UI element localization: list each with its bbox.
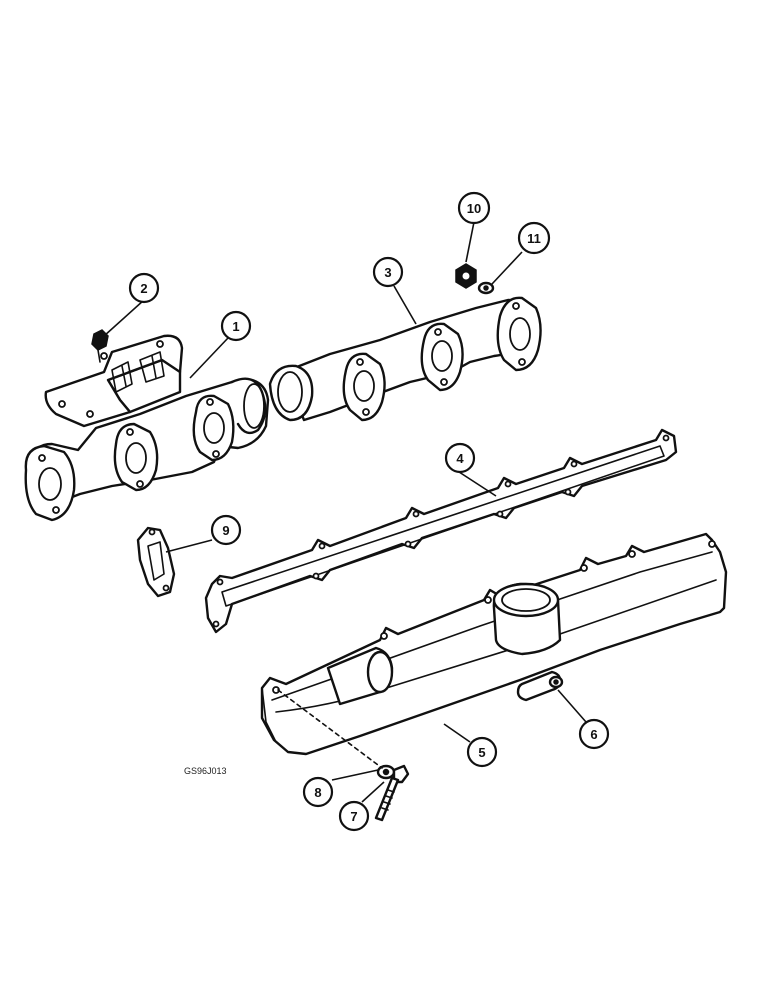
drawing-code: GS96J013 xyxy=(184,766,227,776)
part-5-boss-slot xyxy=(516,670,562,702)
part-5-intake-manifold xyxy=(260,532,728,756)
part-3-port-flange xyxy=(420,322,464,392)
part-5-inlet-riser xyxy=(492,582,562,656)
callout-10: 10 xyxy=(457,191,491,225)
part-3-port-flange xyxy=(496,296,542,372)
part-1-port-flange xyxy=(192,394,235,462)
leader-lines xyxy=(103,221,587,803)
part-1-front-manifold xyxy=(24,334,270,522)
callout-6: 6 xyxy=(578,718,610,750)
callout-2-label: 2 xyxy=(140,281,147,296)
callout-3: 3 xyxy=(372,256,404,288)
callout-3-label: 3 xyxy=(384,265,391,280)
callout-10-label: 10 xyxy=(467,201,481,216)
part-1-port-flange xyxy=(113,422,159,492)
callout-4-label: 4 xyxy=(456,451,464,466)
part-10-nut xyxy=(455,263,477,289)
callout-7-label: 7 xyxy=(350,809,357,824)
callout-11: 11 xyxy=(517,221,551,255)
part-11-washer xyxy=(477,281,495,295)
callout-8: 8 xyxy=(302,776,334,808)
callout-9-label: 9 xyxy=(222,523,229,538)
callout-2: 2 xyxy=(128,272,160,304)
callout-8-label: 8 xyxy=(314,785,321,800)
part-8-washer xyxy=(376,764,396,780)
callout-5: 5 xyxy=(466,736,498,768)
part-6-plug xyxy=(548,675,564,689)
part-4-manifold-gasket xyxy=(204,428,678,634)
part-3-rear-manifold xyxy=(268,296,542,422)
part-9-gasket xyxy=(136,526,176,598)
part-7-bolt xyxy=(374,764,410,822)
bolt-alignment-line xyxy=(277,689,383,769)
callout-7: 7 xyxy=(338,800,370,832)
callout-1-label: 1 xyxy=(232,319,239,334)
part-1-port-flange xyxy=(24,444,76,522)
callout-1: 1 xyxy=(220,310,252,342)
callout-11-label: 11 xyxy=(527,231,541,246)
callout-4: 4 xyxy=(444,442,476,474)
turbo-mount-pad xyxy=(44,334,184,428)
part-5-side-tube xyxy=(326,646,394,706)
part-3-inlet-collar xyxy=(268,364,314,422)
callout-9: 9 xyxy=(210,514,242,546)
callout-6-label: 6 xyxy=(590,727,597,742)
part-3-port-flange xyxy=(342,352,386,422)
callout-5-label: 5 xyxy=(478,745,485,760)
